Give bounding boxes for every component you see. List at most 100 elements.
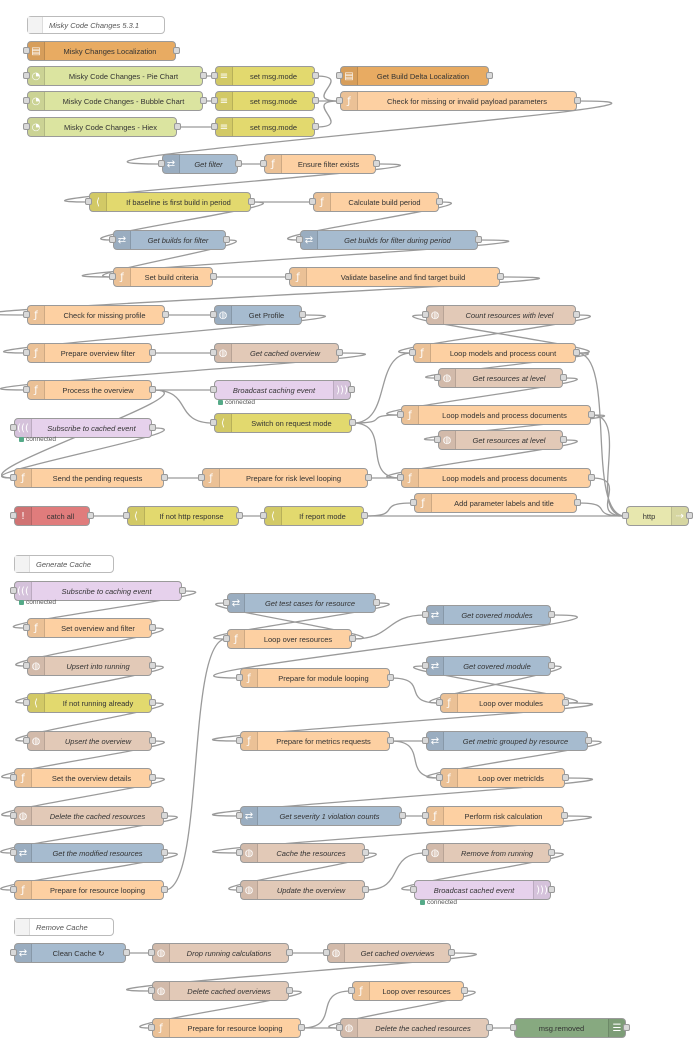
node-getcached[interactable]: ◍Get cached overview xyxy=(214,343,339,363)
node-getfilter[interactable]: ⇄Get filter xyxy=(162,154,238,174)
node-loopdocs1-output-port[interactable] xyxy=(588,411,595,418)
node-deletecachedoverviews[interactable]: ◍Delete cached overviews xyxy=(152,981,289,1001)
node-broadcastcached[interactable]: Broadcast cached event))) xyxy=(414,880,551,900)
node-sendpending-output-port[interactable] xyxy=(161,474,168,481)
node-getbuilds-input-port[interactable] xyxy=(109,236,116,243)
node-cacheresources-input-port[interactable] xyxy=(236,849,243,856)
node-gettestcases-input-port[interactable] xyxy=(223,599,230,606)
node-catchall-output-port[interactable] xyxy=(87,512,94,519)
node-setoverviewdetails-output-port[interactable] xyxy=(149,774,156,781)
wire-loopoverres-to-getcoveredmodules[interactable] xyxy=(352,614,426,640)
node-setmode3-input-port[interactable] xyxy=(211,123,218,130)
node-ensurefilter-output-port[interactable] xyxy=(373,160,380,167)
node-loopcount-input-port[interactable] xyxy=(409,349,416,356)
node-getseverity[interactable]: ⇄Get severity 1 violation counts xyxy=(240,806,402,826)
node-subscribecached-output-port[interactable] xyxy=(149,424,156,431)
node-getcoveredmodule-input-port[interactable] xyxy=(422,662,429,669)
node-validatebaseline-input-port[interactable] xyxy=(285,273,292,280)
node-pie-output-port[interactable] xyxy=(200,72,207,79)
node-countresources-output-port[interactable] xyxy=(573,311,580,318)
node-loopdocs2-output-port[interactable] xyxy=(588,474,595,481)
node-countresources[interactable]: ◍Count resources with level xyxy=(426,305,576,325)
node-subscribecached-input-port[interactable] xyxy=(10,424,17,431)
node-getprofile-input-port[interactable] xyxy=(210,311,217,318)
node-getreslevel1[interactable]: ◍Get resources at level xyxy=(438,368,563,388)
node-checkprofile-input-port[interactable] xyxy=(23,311,30,318)
node-checkpayload-output-port[interactable] xyxy=(574,97,581,104)
node-ifnotrunning-input-port[interactable] xyxy=(23,699,30,706)
node-upsertoverview[interactable]: ◍Upsert the overview xyxy=(27,731,152,751)
node-removerunning-input-port[interactable] xyxy=(422,849,429,856)
node-getmodified[interactable]: ⇄Get the modified resources xyxy=(14,843,164,863)
node-getbuilds[interactable]: ⇄Get builds for filter xyxy=(113,230,226,250)
node-loopoverres-input-port[interactable] xyxy=(223,635,230,642)
wire-prepareresloop-to-loopoverres[interactable] xyxy=(164,638,227,891)
node-getcoveredmodules-input-port[interactable] xyxy=(422,611,429,618)
node-cleancache-input-port[interactable] xyxy=(10,949,17,956)
node-getbuildsperiod-input-port[interactable] xyxy=(296,236,303,243)
node-loopmetrics-input-port[interactable] xyxy=(436,774,443,781)
node-preparemetrics-input-port[interactable] xyxy=(236,737,243,744)
node-setmode2[interactable]: ≡set msg.mode xyxy=(215,91,315,111)
node-upsertrunning[interactable]: ◍Upsert into running xyxy=(27,656,152,676)
node-getcached-input-port[interactable] xyxy=(210,349,217,356)
node-switchrequest[interactable]: ⟨Switch on request mode xyxy=(214,413,352,433)
node-cleancache-output-port[interactable] xyxy=(123,949,130,956)
group-header-group2[interactable]: Generate Cache xyxy=(14,555,114,573)
node-getreslevel2-input-port[interactable] xyxy=(434,436,441,443)
node-loopoverres-output-port[interactable] xyxy=(349,635,356,642)
node-localization-input-port[interactable] xyxy=(23,47,30,54)
node-deletecachedoverviews-input-port[interactable] xyxy=(148,987,155,994)
node-setbuildcrit-input-port[interactable] xyxy=(109,273,116,280)
node-ifnotrunning[interactable]: ⟨If not running already xyxy=(27,693,152,713)
node-getprofile-output-port[interactable] xyxy=(299,311,306,318)
node-setbuildcrit-output-port[interactable] xyxy=(210,273,217,280)
node-catchall-input-port[interactable] xyxy=(10,512,17,519)
node-checkprofile-output-port[interactable] xyxy=(162,311,169,318)
node-removerunning[interactable]: ◍Remove from running xyxy=(426,843,551,863)
node-hiex[interactable]: ◔Misky Code Changes - Hiex xyxy=(27,117,177,137)
node-broadcastcaching[interactable]: Broadcast caching event))) xyxy=(214,380,351,400)
node-broadcastcached-output-port[interactable] xyxy=(548,886,555,893)
node-cacheresources-output-port[interactable] xyxy=(362,849,369,856)
wire-processoverview-to-switchrequest[interactable] xyxy=(152,389,214,424)
node-ifnotrunning-output-port[interactable] xyxy=(149,699,156,706)
node-getfilter-output-port[interactable] xyxy=(235,160,242,167)
wire-loopcount-to-http[interactable] xyxy=(576,352,626,517)
node-msgremoved-input-port[interactable] xyxy=(510,1024,517,1031)
wire-addparam-to-http[interactable] xyxy=(577,502,626,517)
node-performrisk-input-port[interactable] xyxy=(422,812,429,819)
node-loopmetrics-output-port[interactable] xyxy=(562,774,569,781)
node-setmode1[interactable]: ≡set msg.mode xyxy=(215,66,315,86)
node-getbuilds-output-port[interactable] xyxy=(223,236,230,243)
node-deletecachedres2[interactable]: ◍Delete the cached resources xyxy=(340,1018,489,1038)
node-hiex-output-port[interactable] xyxy=(174,123,181,130)
node-setoverviewdetails-input-port[interactable] xyxy=(10,774,17,781)
node-subscribecaching-output-port[interactable] xyxy=(179,587,186,594)
node-processoverview-input-port[interactable] xyxy=(23,386,30,393)
node-pie[interactable]: ◔Misky Code Changes - Pie Chart xyxy=(27,66,203,86)
node-droprunning[interactable]: ◍Drop running calculations xyxy=(152,943,289,963)
node-bubble[interactable]: ◔Misky Code Changes - Bubble Chart xyxy=(27,91,203,111)
node-calcbuild-input-port[interactable] xyxy=(309,198,316,205)
node-loopoverres2-output-port[interactable] xyxy=(461,987,468,994)
node-localization[interactable]: ▤Misky Changes Localization xyxy=(27,41,176,61)
node-upsertoverview-input-port[interactable] xyxy=(23,737,30,744)
node-updateoverview[interactable]: ◍Update the overview xyxy=(240,880,365,900)
node-prepareresloop2-input-port[interactable] xyxy=(148,1024,155,1031)
node-getmetricgrouped-output-port[interactable] xyxy=(585,737,592,744)
node-msgremoved[interactable]: msg.removed☰ xyxy=(514,1018,626,1038)
node-subscribecaching-input-port[interactable] xyxy=(10,587,17,594)
node-gettestcases-output-port[interactable] xyxy=(373,599,380,606)
node-hiex-input-port[interactable] xyxy=(23,123,30,130)
